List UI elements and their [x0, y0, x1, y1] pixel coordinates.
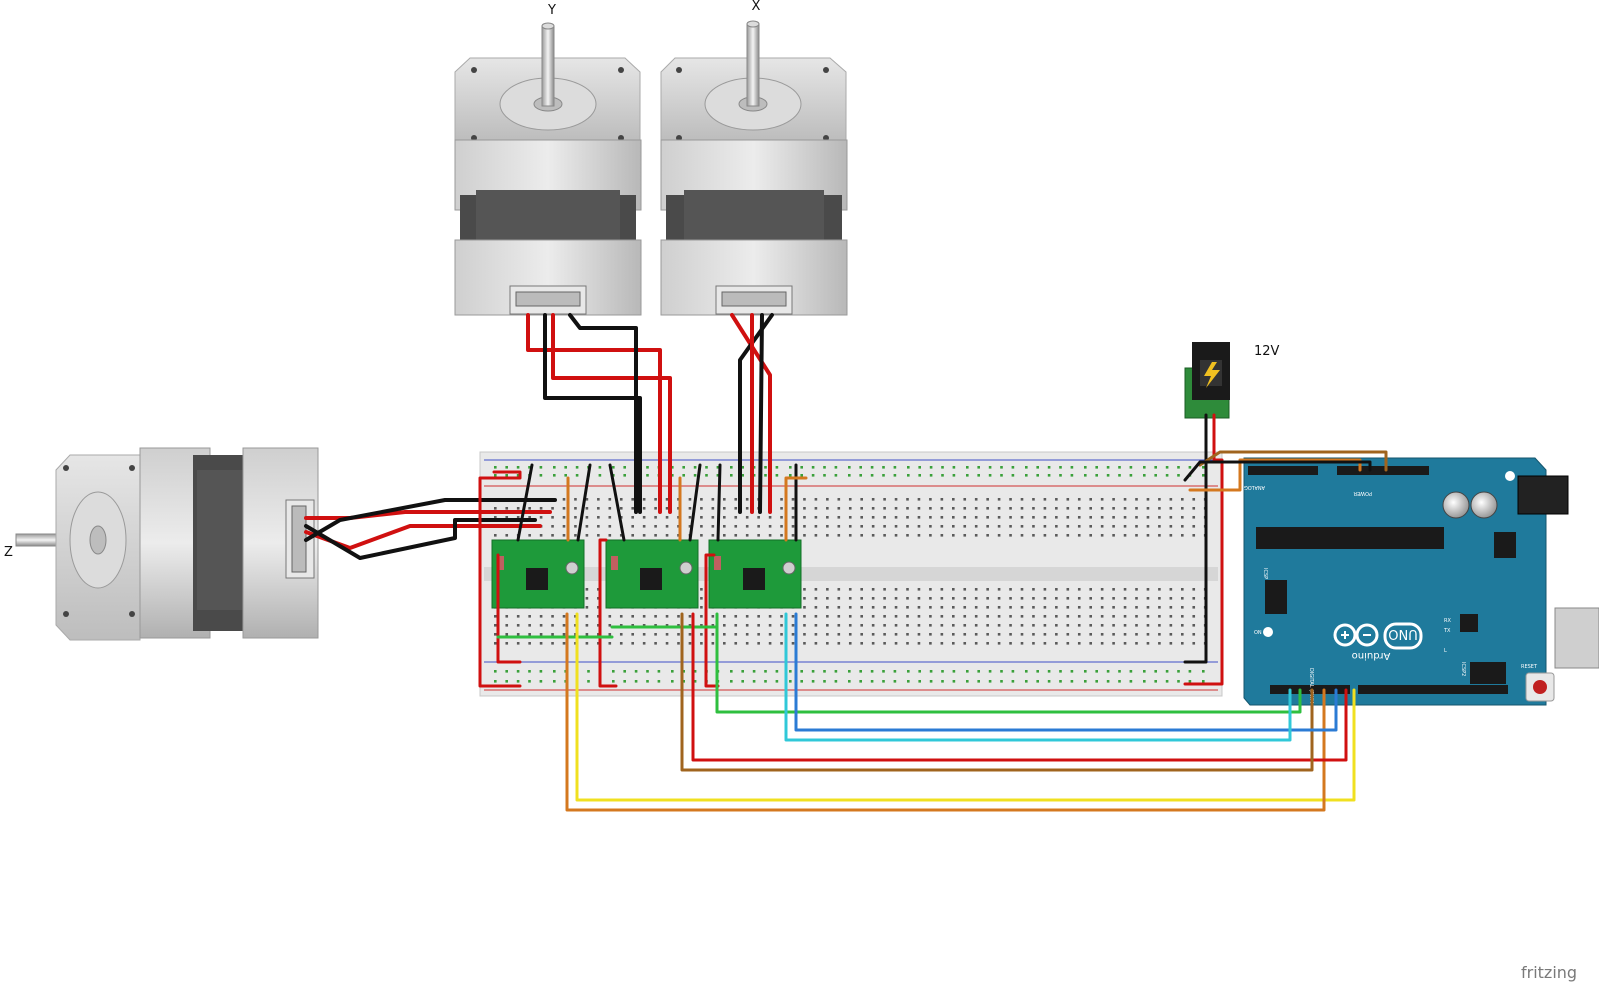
arduino-model-text: UNO	[1388, 626, 1417, 641]
usb-port	[1554, 607, 1599, 669]
rail-red-left	[478, 470, 522, 688]
lightning-icon	[1204, 362, 1220, 388]
fritzing-brand: fritzing	[1521, 963, 1577, 982]
digital-header-high	[1358, 685, 1508, 694]
wire-signal-cyan	[784, 612, 1292, 742]
rail-red-d2	[598, 538, 618, 688]
l-led-label: L	[1444, 648, 1447, 654]
arduino-brand-text: Arduino	[1352, 650, 1391, 661]
arduino-uno: UNO Arduino ANALOG IN POWER DIGITAL (PWM…	[1237, 457, 1599, 714]
digital-header-low	[1270, 685, 1350, 694]
rx-label: RX	[1444, 618, 1451, 624]
capacitor-2	[1470, 491, 1498, 519]
atmega-chip	[1256, 527, 1444, 549]
wire-y-red-1	[526, 313, 662, 514]
motor-y-label: Y	[547, 3, 556, 18]
wire-signal-blue	[794, 612, 1338, 732]
power-jack-12v: 12V	[1184, 342, 1280, 419]
on-label: ON	[1254, 630, 1262, 636]
rail-red-d1	[496, 553, 522, 664]
stepper-motor-y: Y	[454, 3, 642, 316]
stepper-motor-z: Z	[4, 447, 319, 641]
jumper-d2-gnd-b	[608, 463, 626, 542]
motor-z-label: Z	[4, 545, 13, 560]
icsp2-label: ICSP2	[1460, 662, 1466, 676]
stepper-driver-1	[491, 539, 585, 609]
power-label: 12V	[1254, 344, 1280, 359]
wire-y-red-2	[551, 313, 672, 514]
wire-z-red-1	[304, 510, 552, 520]
rail-red-d3	[704, 553, 720, 688]
wire-z-black-2	[304, 498, 557, 542]
tx-label: TX	[1443, 628, 1451, 634]
stepper-driver-2	[605, 539, 699, 609]
jumper-d3-gnd-b	[716, 463, 722, 542]
wire-signal-red	[691, 612, 1348, 762]
breadboard-holes	[494, 466, 1207, 683]
wire-gnd-black	[1183, 460, 1372, 482]
wires	[304, 313, 1388, 812]
stepper-motor-x: X	[660, 0, 848, 316]
dc-barrel-jack	[1517, 475, 1569, 515]
power-label-board: POWER	[1353, 490, 1372, 496]
reset-label: RESET	[1521, 664, 1538, 670]
wire-signal-yellow	[575, 612, 1356, 802]
stepper-driver-3	[708, 539, 802, 609]
icsp-label: ICSP	[1262, 568, 1268, 579]
motor-x-label: X	[752, 0, 761, 14]
wire-x-red-1	[730, 313, 772, 514]
wire-signal-orange	[565, 612, 1326, 812]
jumper-d1-gnd	[516, 463, 534, 542]
power-header	[1337, 466, 1429, 475]
analog-in-label: ANALOG IN	[1237, 484, 1265, 490]
wire-12v-black	[1183, 413, 1208, 664]
capacitor-1	[1442, 491, 1470, 519]
jumper-d3-gnd-a	[688, 463, 702, 542]
analog-header	[1248, 466, 1318, 475]
jumper-d2-gnd-a	[576, 463, 592, 542]
wire-signal-green	[715, 612, 1302, 714]
wire-y-black-2	[568, 313, 638, 514]
wire-12v-red	[1183, 413, 1224, 686]
wire-x-black-2	[758, 313, 764, 514]
jumper-d3-vdd	[784, 476, 808, 542]
wire-5v-brown	[1198, 450, 1388, 472]
wire-z-black-1	[304, 518, 537, 560]
wire-y-black-1	[543, 313, 642, 514]
breadboard	[479, 451, 1223, 697]
arduino-logo: UNO Arduino	[1333, 622, 1423, 661]
